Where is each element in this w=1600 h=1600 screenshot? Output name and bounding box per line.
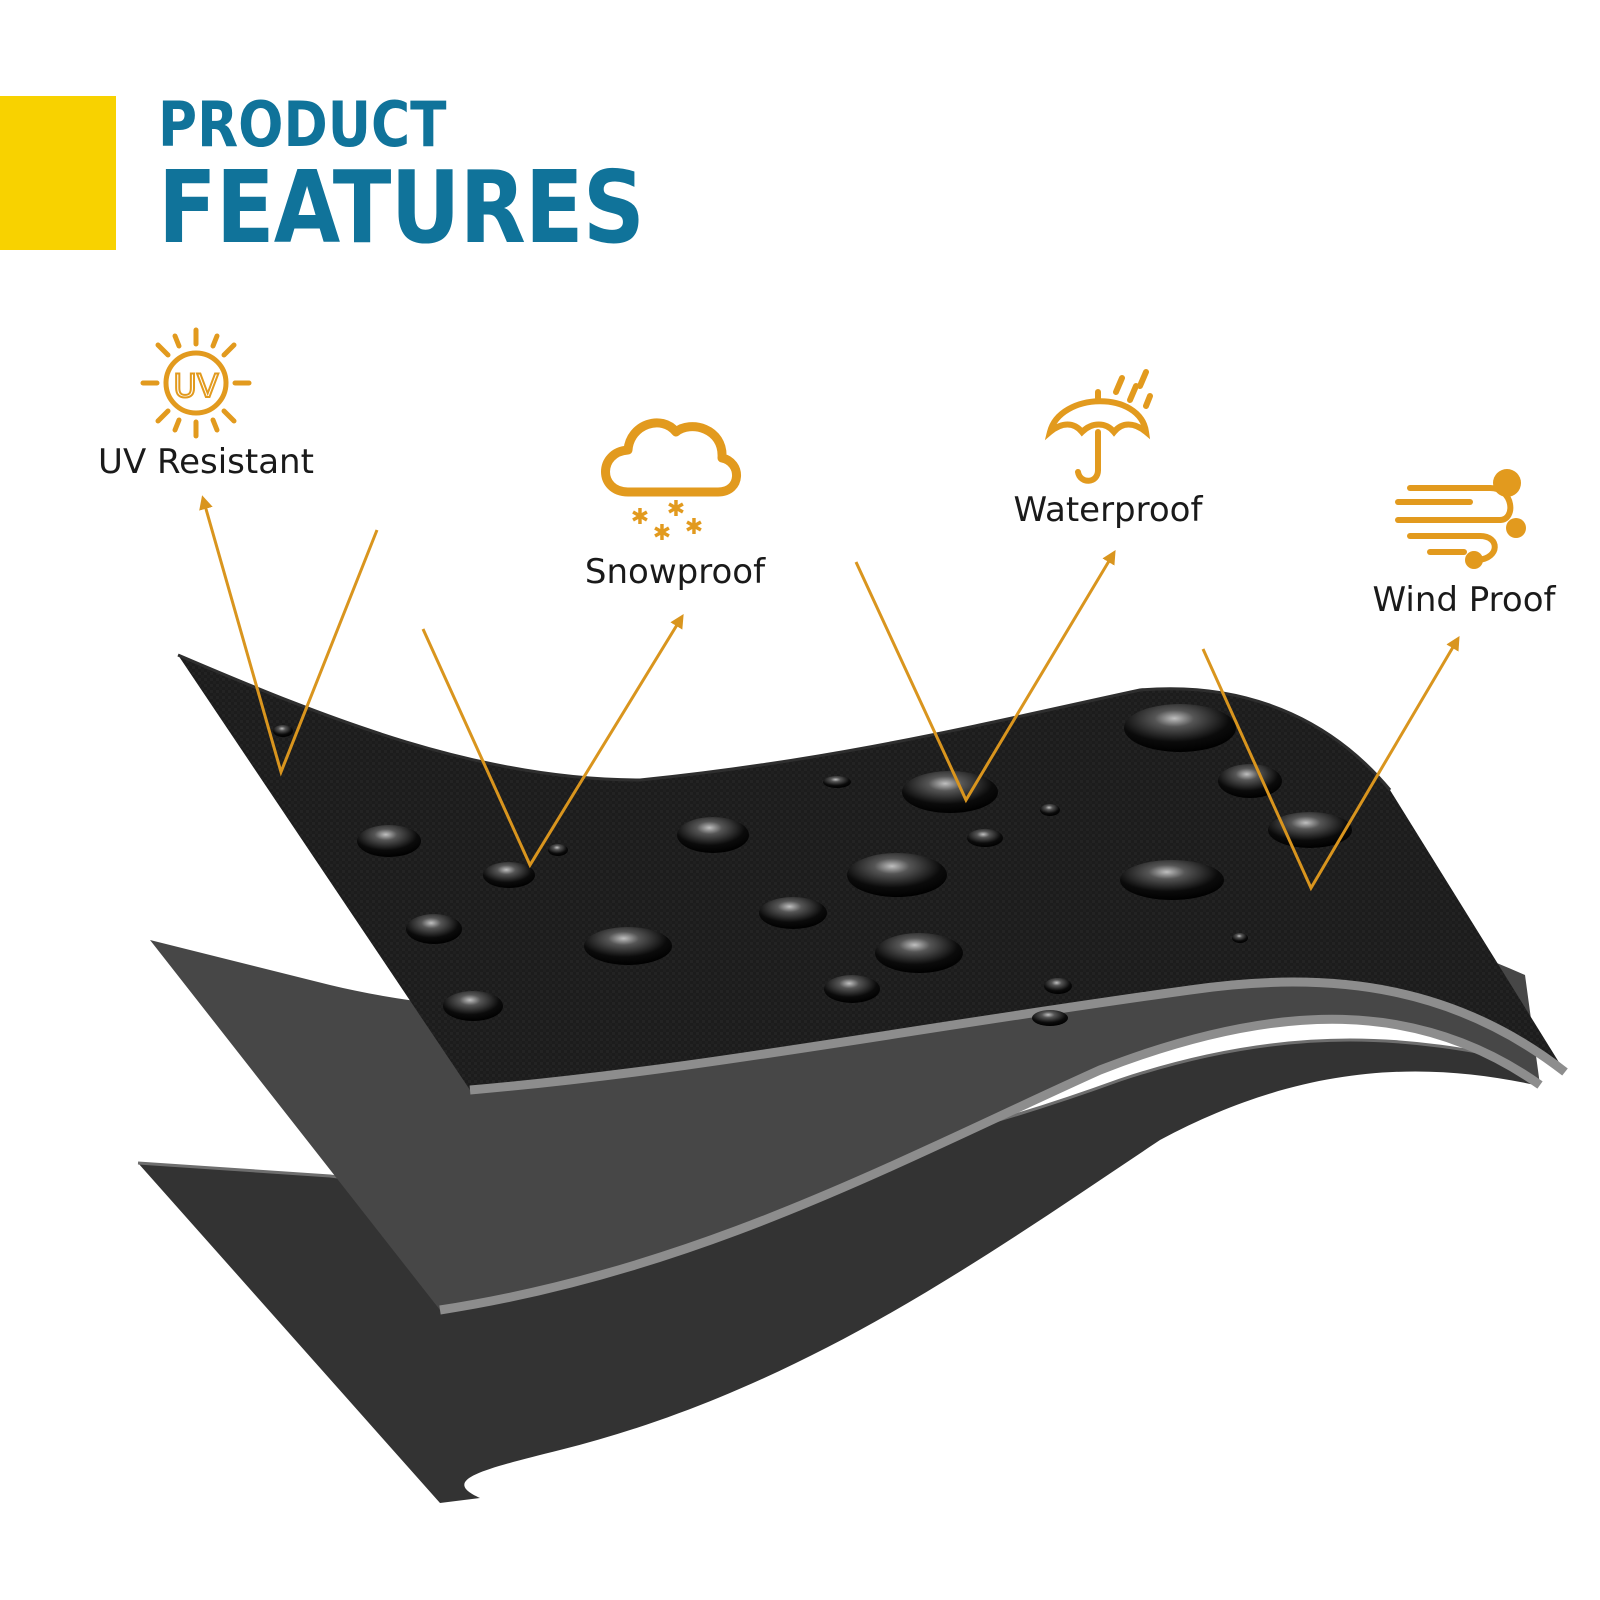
wind-icon [1395, 469, 1526, 569]
water-droplet [1120, 860, 1224, 900]
water-droplet [1040, 804, 1060, 816]
water-droplet [1124, 704, 1236, 752]
feature-label-wind-proof: Wind Proof [1372, 580, 1556, 620]
svg-text:✱: ✱ [653, 521, 671, 546]
water-droplet [1032, 1010, 1068, 1026]
water-droplet [823, 776, 851, 788]
water-droplet [1218, 764, 1282, 798]
page-title: PRODUCT FEATURES [158, 88, 723, 266]
accent-block [0, 96, 116, 250]
water-droplets [273, 704, 1352, 1026]
snow-cloud-icon: ✱ ✱ ✱ ✱ [601, 418, 741, 546]
water-droplet [548, 844, 568, 856]
feature-label-waterproof: Waterproof [1013, 490, 1203, 530]
pointer-waterproof [854, 549, 1116, 804]
umbrella-rain-icon [1044, 369, 1153, 484]
water-droplet [759, 897, 827, 929]
svg-text:✱: ✱ [631, 505, 649, 530]
water-droplet [847, 853, 947, 897]
pointer-uv [199, 495, 379, 777]
water-droplet [1232, 933, 1248, 943]
water-droplet [967, 829, 1003, 847]
title-line-features: FEATURES [158, 149, 645, 266]
water-droplet [584, 927, 672, 965]
water-droplet [875, 933, 963, 973]
feature-label-uv-resistant: UV Resistant [98, 442, 314, 482]
water-droplet [443, 991, 503, 1021]
feature-label-snowproof: Snowproof [584, 552, 766, 592]
uv-sun-icon [140, 327, 252, 439]
feature-pointers [199, 495, 1460, 892]
water-droplet [406, 914, 462, 944]
svg-text:✱: ✱ [685, 515, 703, 540]
water-droplet [273, 725, 293, 737]
water-droplet [483, 862, 535, 888]
water-droplet [677, 817, 749, 853]
water-droplet [1044, 978, 1072, 994]
svg-text:✱: ✱ [667, 497, 685, 522]
water-droplet [357, 825, 421, 857]
water-droplet [824, 975, 880, 1003]
water-droplet [902, 771, 998, 813]
uv-icon-text: UV [173, 367, 218, 405]
pointer-snowproof [421, 614, 684, 869]
pointer-windproof [1201, 635, 1460, 892]
title-line-product: PRODUCT [158, 88, 447, 161]
